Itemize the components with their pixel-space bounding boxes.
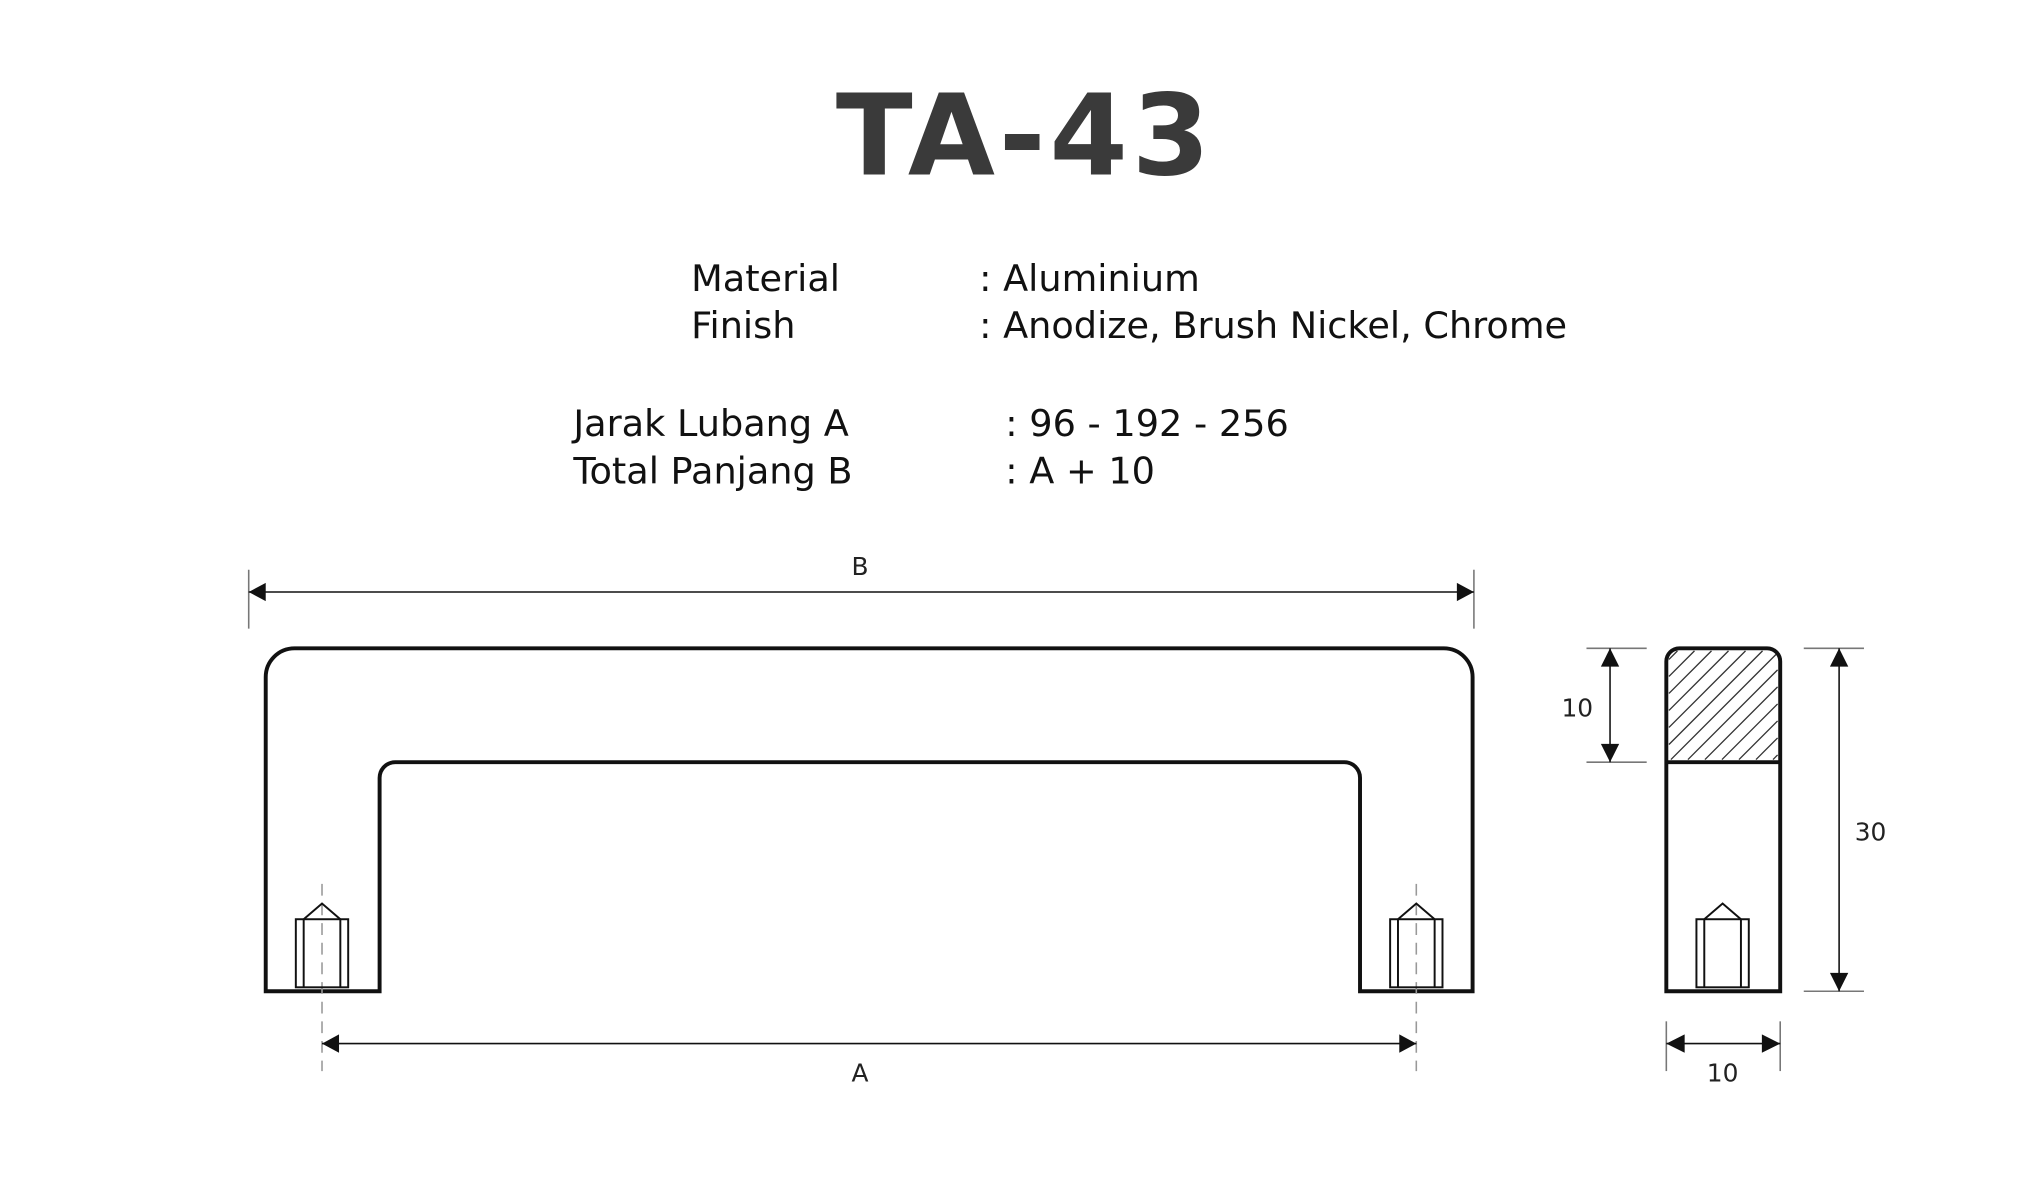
screw-insert-side: [1695, 902, 1750, 989]
hatch-line: [1668, 650, 1746, 728]
handle-outline: [263, 646, 1475, 994]
hatch-line: [1687, 669, 1779, 761]
hatch-line: [1721, 703, 1779, 761]
hatch-line: [1668, 650, 1695, 677]
spec-label-total-length: Total Panjang B: [572, 449, 852, 492]
spec-value-hole-distance: : 96 - 192 - 256: [1005, 402, 1289, 445]
spec-label-material: Material: [691, 257, 840, 300]
section-hatching: [1668, 650, 1779, 761]
spec-value-material: : Aluminium: [979, 257, 1200, 300]
spec-label-hole-distance: Jarak Lubang A: [571, 402, 849, 445]
spec-value-finish: : Anodize, Brush Nickel, Chrome: [979, 304, 1567, 347]
hatch-line: [1668, 650, 1678, 660]
hatch-line: [1668, 650, 1763, 745]
hatch-line: [1755, 737, 1779, 761]
dimension-head-height-label: 10: [1561, 693, 1593, 722]
hatch-line: [1772, 754, 1779, 761]
dimension-width-label: 10: [1707, 1059, 1739, 1088]
dimension-head-height: 10: [1561, 647, 1647, 763]
spec-list: Material : Aluminium Finish : Anodize, B…: [571, 257, 1567, 492]
dimension-a-label: A: [851, 1059, 868, 1088]
product-title: TA-43: [836, 70, 1214, 201]
hatch-line: [1668, 650, 1712, 694]
dimension-b-label: B: [851, 552, 868, 581]
screw-insert-left: [294, 883, 350, 1072]
spec-label-finish: Finish: [691, 304, 795, 347]
dimension-b: B: [247, 552, 1475, 629]
screw-insert-right: [1389, 883, 1444, 1072]
dimension-total-height: 30: [1803, 647, 1887, 993]
side-view: 10 30 10: [1561, 646, 1887, 1088]
front-view: B A: [247, 552, 1475, 1088]
dimension-total-height-label: 30: [1855, 818, 1887, 847]
hatch-line: [1738, 720, 1779, 761]
dimension-a: A: [322, 1034, 1417, 1088]
hatch-line: [1704, 686, 1779, 761]
side-outline: [1664, 646, 1783, 994]
dimension-width: 10: [1665, 1021, 1781, 1088]
spec-value-total-length: : A + 10: [1005, 449, 1155, 492]
hatch-line: [1668, 650, 1729, 711]
hatch-line: [1670, 652, 1779, 761]
